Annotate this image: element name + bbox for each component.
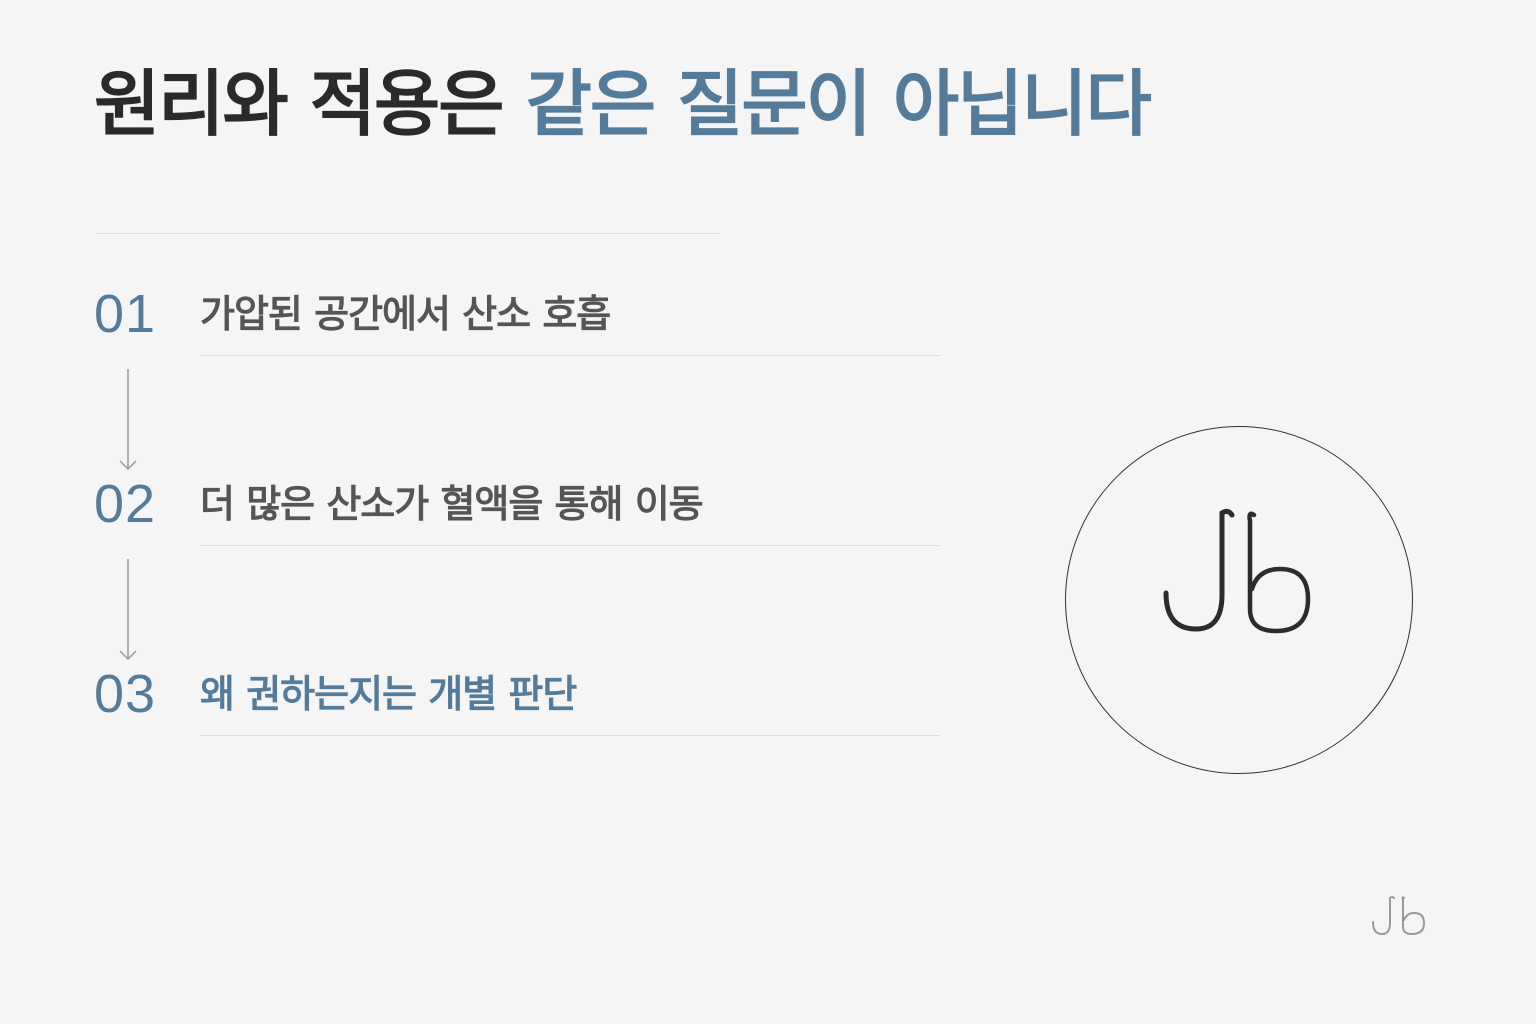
step-number: 02 (94, 474, 157, 534)
step-number: 01 (94, 284, 157, 344)
step-divider (200, 735, 940, 736)
page-title: 원리와 적용은 같은 질문이 아닙니다 (94, 62, 1152, 146)
step-divider (200, 355, 940, 356)
step-divider (200, 545, 940, 546)
step-text: 가압된 공간에서 산소 호흡 (200, 292, 611, 336)
arrow-down-icon (119, 559, 137, 661)
step-text: 더 많은 산소가 혈액을 통해 이동 (200, 482, 704, 526)
step-text: 왜 권하는지는 개별 판단 (200, 672, 577, 716)
brand-logo (1065, 426, 1413, 774)
title-divider (96, 233, 720, 234)
step-number: 03 (94, 664, 157, 724)
arrow-down-icon (119, 369, 137, 471)
corner-logo-icon (1372, 896, 1426, 936)
title-main: 원리와 적용은 (94, 62, 526, 146)
jb-logo-icon (1163, 508, 1311, 634)
title-accent: 같은 질문이 아닙니다 (525, 62, 1152, 146)
